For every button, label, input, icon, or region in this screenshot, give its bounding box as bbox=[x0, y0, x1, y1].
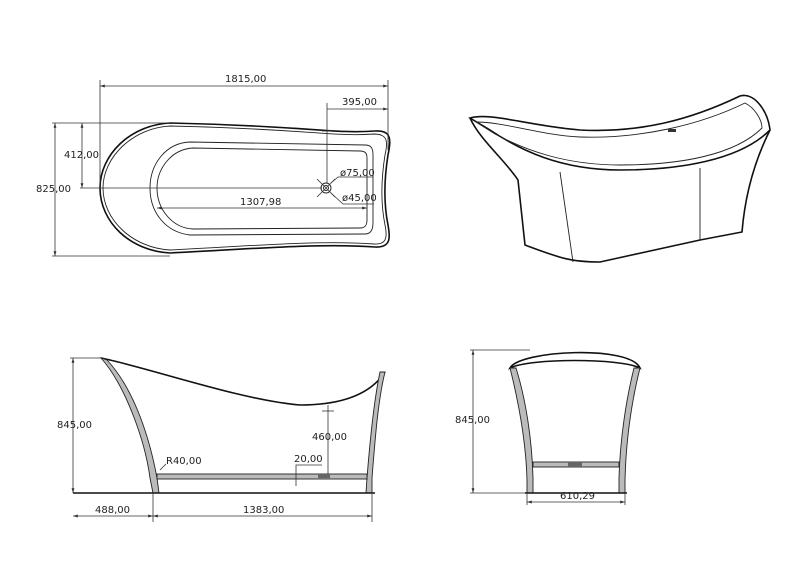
tub-outer-outline bbox=[99, 122, 391, 254]
basin-rim bbox=[149, 141, 374, 236]
dim-end-height: 845,00 bbox=[455, 415, 490, 426]
dim-overall-width: 825,00 bbox=[36, 184, 71, 195]
dim-overhang: 488,00 bbox=[95, 505, 130, 516]
side-view: 845,00 460,00 R40,00 20,00 488,00 1383,0… bbox=[57, 357, 386, 522]
top-view: 1815,00 395,00 412,00 825,00 ø75,00 ø45,… bbox=[36, 74, 391, 257]
dim-floor-thickness: 20,00 bbox=[294, 454, 323, 465]
end-view: 845,00 610,29 bbox=[455, 349, 642, 505]
dim-base-length: 1383,00 bbox=[243, 505, 284, 516]
dim-inner-length: 1307,98 bbox=[240, 197, 281, 208]
dim-drain-offset: 395,00 bbox=[342, 97, 377, 108]
perspective-view bbox=[468, 94, 771, 263]
dim-overflow-height: 460,00 bbox=[312, 432, 347, 443]
tub-outer-outline-inner bbox=[102, 125, 387, 251]
dim-drain-diameter: ø45,00 bbox=[342, 193, 377, 204]
basin-floor bbox=[156, 147, 368, 230]
dim-overall-length: 1815,00 bbox=[225, 74, 266, 85]
dim-side-height: 845,00 bbox=[57, 420, 92, 431]
dim-half-width: 412,00 bbox=[64, 150, 99, 161]
dim-base-width: 610,29 bbox=[560, 491, 595, 502]
dim-overflow-diameter: ø75,00 bbox=[340, 168, 375, 179]
dim-corner-radius: R40,00 bbox=[166, 456, 202, 467]
overflow-icon bbox=[668, 129, 676, 132]
